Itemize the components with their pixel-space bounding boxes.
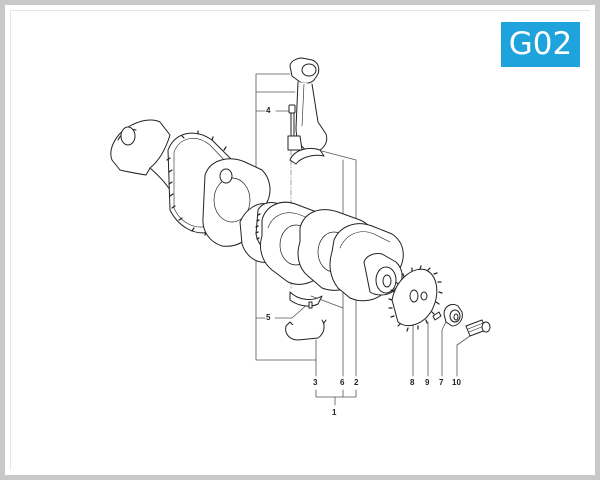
callout-1: 1 [332,408,337,417]
section-code-badge: G02 [501,22,580,67]
frame-inner-border [10,10,590,470]
callout-4: 4 [266,106,271,115]
callout-6: 6 [340,378,345,387]
callout-7: 7 [439,378,444,387]
callout-8: 8 [410,378,415,387]
callout-3: 3 [313,378,318,387]
crankshaft [110,119,404,302]
leader-lines [255,73,471,406]
bearing-shells [285,147,327,341]
callout-2: 2 [354,378,359,387]
callout-9: 9 [425,378,430,387]
connecting-rod [287,57,328,151]
reluctor-wheel [388,265,491,337]
callout-5: 5 [266,313,271,322]
callout-10: 10 [452,378,461,387]
